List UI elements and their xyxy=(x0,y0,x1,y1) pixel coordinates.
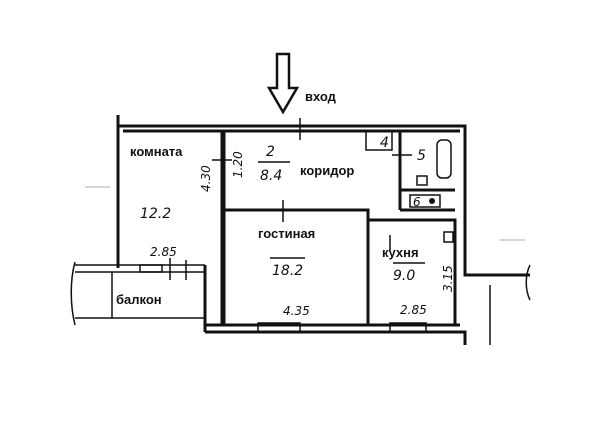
stove-icon xyxy=(443,231,454,243)
toilet-icon xyxy=(409,194,441,208)
living-width: 4.35 xyxy=(283,304,310,318)
entrance-arrow-icon xyxy=(266,52,300,115)
toilet-number: 6 xyxy=(413,195,421,209)
balcony-label: балкон xyxy=(116,292,162,307)
closet-number: 4 xyxy=(380,135,389,151)
bathtub-icon xyxy=(436,139,452,179)
bathroom-number: 5 xyxy=(417,148,426,164)
corridor-dim: 1.20 xyxy=(231,151,245,178)
corridor-area: 8.4 xyxy=(260,168,282,184)
watermark xyxy=(85,186,525,241)
corridor-number: 2 xyxy=(266,144,275,160)
room-width: 2.85 xyxy=(150,245,177,259)
kitchen-length: 3.15 xyxy=(441,265,455,292)
corridor-label: коридор xyxy=(300,163,354,178)
kitchen-width: 2.85 xyxy=(400,303,427,317)
entrance-label: вход xyxy=(305,89,337,104)
room-length: 4.30 xyxy=(199,165,213,192)
living-area: 18.2 xyxy=(272,263,303,279)
sink-icon xyxy=(416,175,428,186)
kitchen-area: 9.0 xyxy=(393,268,415,284)
room-area: 12.2 xyxy=(140,206,171,222)
room-label: комната xyxy=(130,144,183,159)
walls xyxy=(70,115,531,345)
living-label: гостиная xyxy=(258,226,315,241)
kitchen-label: кухня xyxy=(382,245,419,260)
